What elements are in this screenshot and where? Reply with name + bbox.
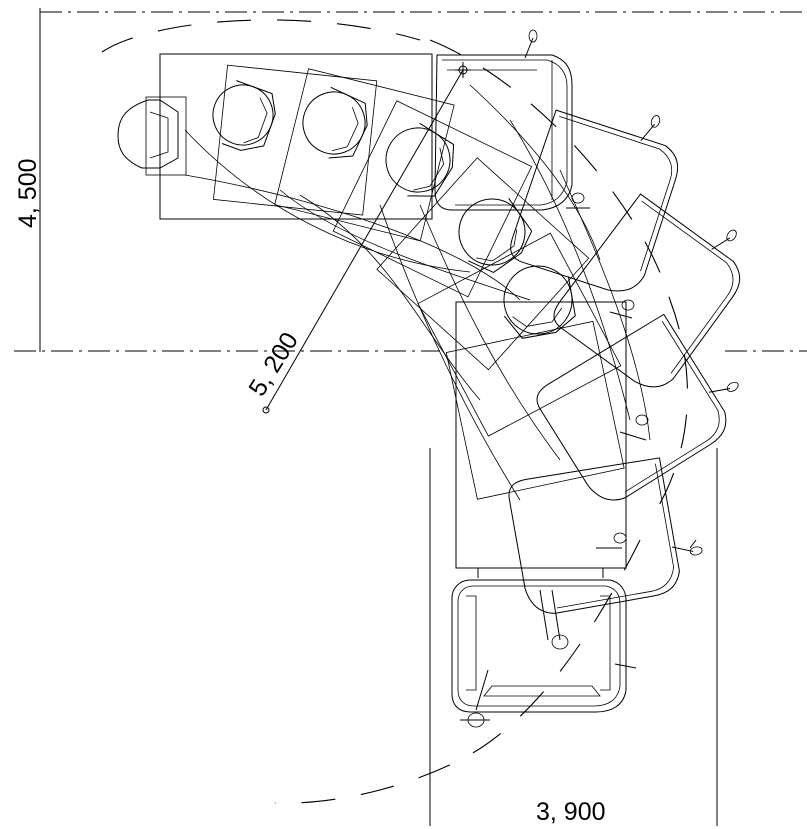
dimension-vertical-label: 4, 500 <box>14 158 42 228</box>
radius-leader-line <box>265 69 464 411</box>
corridor-walls <box>39 8 718 826</box>
vehicle-body-end <box>455 301 627 569</box>
caster-marks <box>566 192 697 549</box>
final-position <box>451 579 637 728</box>
initial-body <box>117 53 433 220</box>
wheelchair-footprints <box>434 29 741 728</box>
seat-frame-start <box>145 96 187 176</box>
swept-envelope <box>101 19 688 804</box>
centerlines <box>14 11 807 352</box>
seat-positions <box>212 80 576 339</box>
dimension-radius-label: 5, 200 <box>243 327 304 401</box>
radius-center-icon <box>262 406 270 414</box>
vehicle-body-start <box>159 53 433 220</box>
dimension-horizontal-label: 3, 900 <box>536 798 606 826</box>
swept-curves <box>184 84 651 501</box>
body-outlines <box>213 64 627 578</box>
seat-start <box>117 99 179 169</box>
